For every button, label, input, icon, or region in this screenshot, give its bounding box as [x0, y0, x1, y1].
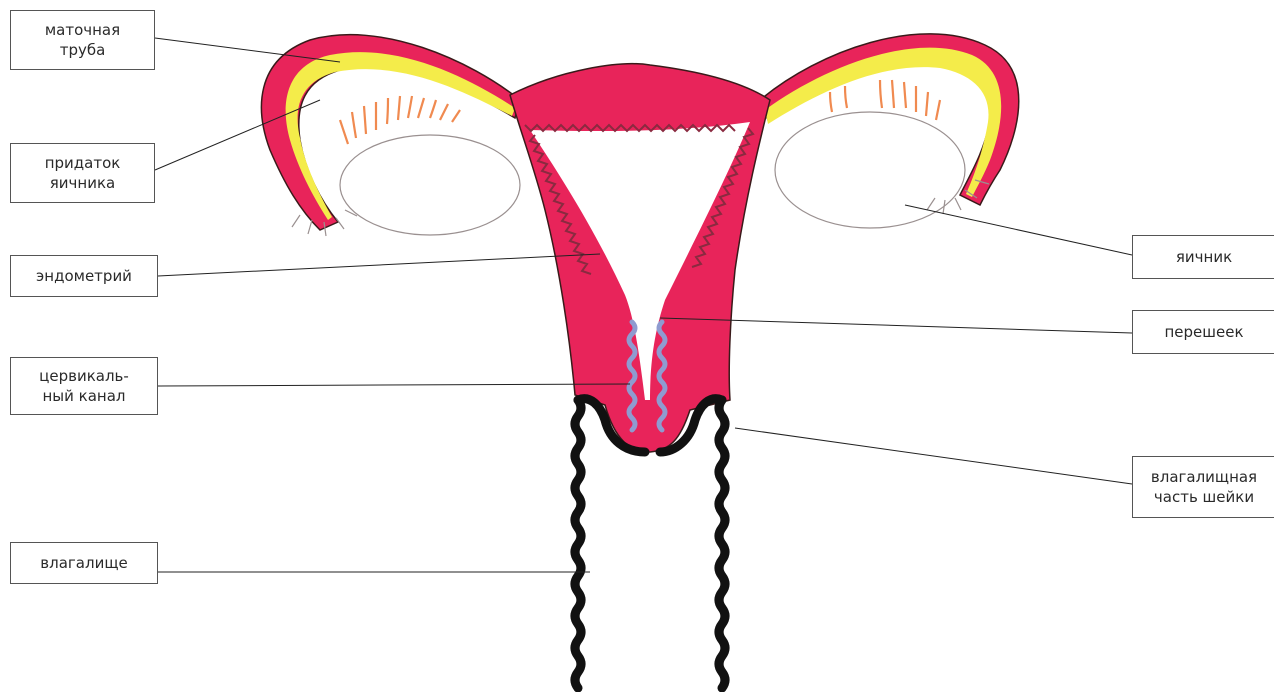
label-fallopian-tube: маточная труба: [10, 10, 155, 70]
ovary-left: [340, 135, 520, 235]
label-vaginal-portion: влагалищная часть шейки: [1132, 456, 1274, 518]
label-cervical-canal: цервикаль- ный канал: [10, 357, 158, 415]
label-epoophoron: придаток яичника: [10, 143, 155, 203]
label-isthmus: перешеек: [1132, 310, 1274, 354]
label-ovary: яичник: [1132, 235, 1274, 279]
label-endometrium: эндометрий: [10, 255, 158, 297]
ovary-right: [775, 112, 965, 228]
label-vagina: влагалище: [10, 542, 158, 584]
